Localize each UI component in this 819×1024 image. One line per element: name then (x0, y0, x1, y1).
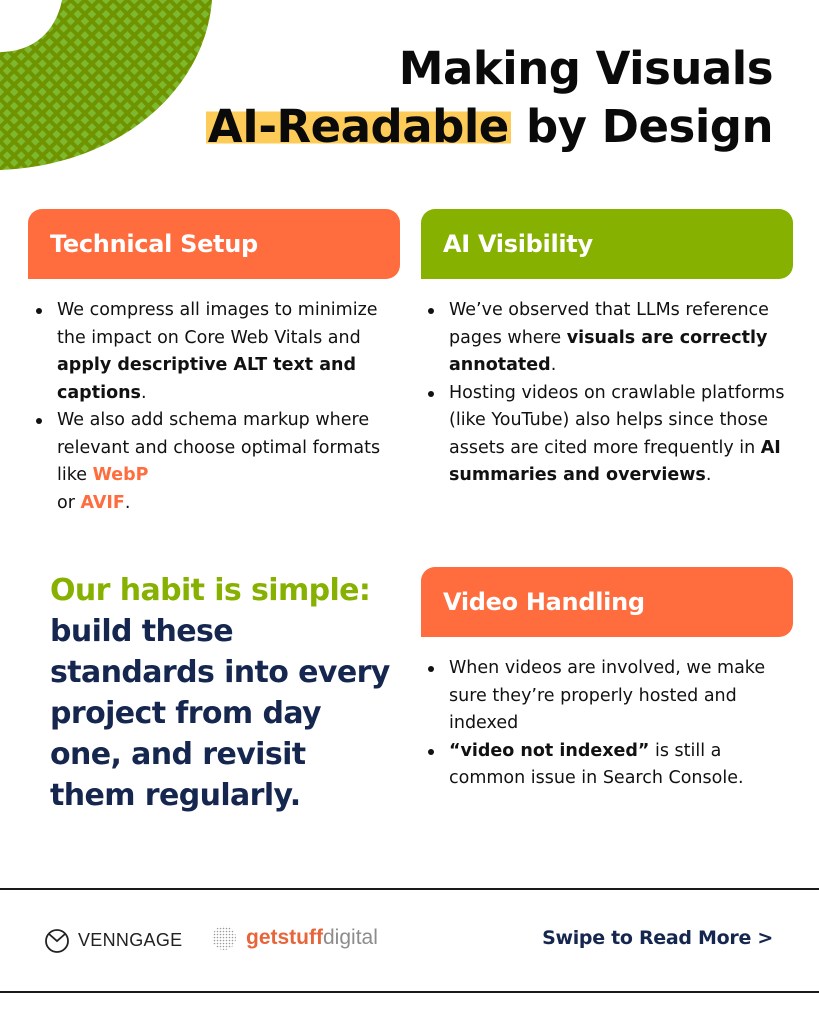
ai-visibility-title: AI Visibility (443, 230, 593, 258)
ai-visibility-header: AI Visibility (421, 209, 793, 279)
habit-rest: build these standards into every project… (50, 614, 390, 813)
list-item: Hosting videos on crawlable platforms (l… (422, 380, 787, 490)
list-item: We compress all images to minimize the i… (30, 297, 400, 407)
decorative-green-arc (0, 0, 212, 170)
getstuffdigital-wordmark: getstuffdigital (246, 926, 378, 949)
footer-top-divider (0, 888, 819, 890)
list-item: “video not indexed” is still a common is… (422, 738, 787, 793)
list-item: We also add schema markup where relevant… (30, 407, 400, 517)
list-item: We’ve observed that LLMs reference pages… (422, 297, 787, 380)
title-line-2: AI-Readable by Design (205, 98, 774, 156)
venngage-logo: VENNGAGE (44, 927, 182, 953)
getstuffdigital-logo: getstuffdigital (210, 924, 378, 952)
ai-visibility-list: We’ve observed that LLMs reference pages… (422, 297, 787, 490)
list-item: When videos are involved, we make sure t… (422, 655, 787, 738)
venngage-clock-icon (45, 929, 69, 953)
title-highlight: AI-Readable (205, 100, 511, 153)
format-webp: WebP (92, 465, 149, 485)
video-handling-title: Video Handling (443, 588, 645, 616)
title-line-2-rest: by Design (510, 100, 774, 153)
video-handling-header: Video Handling (421, 567, 793, 637)
venngage-wordmark: VENNGAGE (78, 929, 183, 950)
video-handling-list: When videos are involved, we make sure t… (422, 655, 787, 793)
habit-lead: Our habit is simple: (50, 573, 371, 608)
technical-setup-title: Technical Setup (50, 230, 258, 258)
technical-setup-header: Technical Setup (28, 209, 400, 279)
globe-icon (212, 926, 236, 950)
technical-setup-list: We compress all images to minimize the i… (30, 297, 400, 517)
swipe-to-read-more-link[interactable]: Swipe to Read More > (542, 927, 773, 949)
footer-bottom-divider (0, 991, 819, 993)
title-line-1: Making Visuals (398, 42, 774, 95)
format-avif: AVIF (80, 492, 125, 513)
habit-statement: Our habit is simple: build these standar… (50, 570, 390, 816)
page-title: Making Visuals AI-Readable by Design (205, 40, 774, 156)
